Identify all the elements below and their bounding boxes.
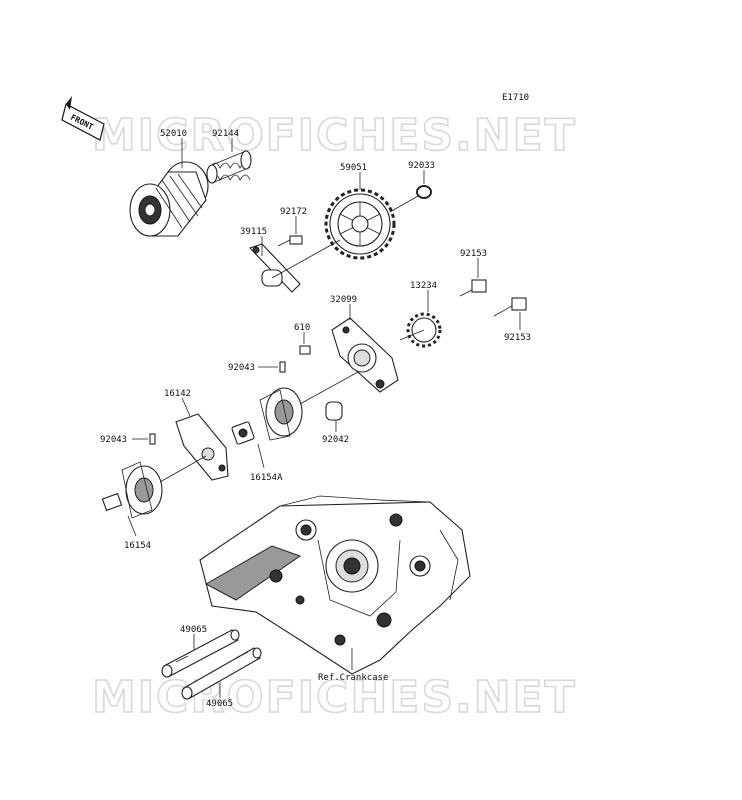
label-13234: 13234 (410, 281, 437, 291)
circlip-part (416, 185, 432, 199)
dowel-610-part (299, 345, 311, 355)
label-92153-upper: 92153 (460, 249, 487, 259)
oil-pipe-upper-part (161, 629, 240, 678)
bolt-92172-part (277, 235, 303, 247)
bolt-92153-upper-part (459, 279, 487, 297)
watermark-bottom: MICROFICHES.NET (92, 672, 577, 723)
pump-cover-part (331, 317, 399, 393)
pin-92043-upper-part (279, 361, 286, 373)
pump-rotor-outer-part (259, 387, 303, 441)
collar-92042-part (325, 401, 343, 421)
spring-part (206, 150, 252, 184)
label-16154A: 16154A (250, 473, 283, 483)
oil-pump-gear-part (324, 188, 396, 260)
pump-rotor-part (101, 461, 163, 519)
oil-pipe-lower-part (181, 647, 262, 700)
bolt-92153-lower-part (493, 297, 527, 317)
label-92042: 92042 (322, 435, 349, 445)
label-92153-lower: 92153 (504, 333, 531, 343)
oil-filter-part (129, 161, 209, 237)
label-92043-upper: 92043 (228, 363, 255, 373)
label-610: 610 (294, 323, 310, 333)
label-16154: 16154 (124, 541, 151, 551)
label-92043-lower: 92043 (100, 435, 127, 445)
watermark-top: MICROFICHES.NET (92, 110, 577, 161)
label-52010: 52010 (160, 129, 187, 139)
label-92033: 92033 (408, 161, 435, 171)
diagram-code: E1710 (502, 93, 529, 103)
label-59051: 59051 (340, 163, 367, 173)
label-32099: 32099 (330, 295, 357, 305)
label-92144: 92144 (212, 129, 239, 139)
crankcase-part (199, 495, 471, 675)
label-16142: 16142 (164, 389, 191, 399)
sprocket-part (399, 312, 442, 348)
label-39115: 39115 (240, 227, 267, 237)
label-49065-lower: 49065 (206, 699, 233, 709)
shaft-39115-part (249, 239, 341, 293)
ref-crankcase-label: Ref.Crankcase (318, 673, 388, 683)
pump-plate-part (175, 413, 229, 481)
front-arrow-icon: FRONT (61, 96, 105, 141)
pin-92043-lower-part (149, 433, 156, 445)
label-92172: 92172 (280, 207, 307, 217)
pump-rotor-inner-a-part (231, 421, 255, 445)
label-49065-upper: 49065 (180, 625, 207, 635)
